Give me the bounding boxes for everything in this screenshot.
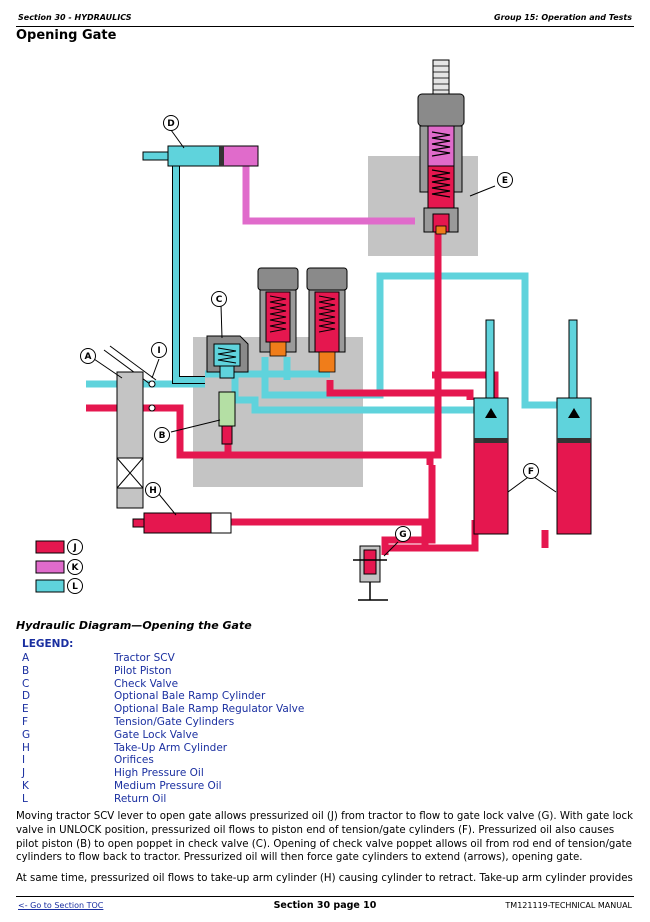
callout-e: E bbox=[502, 176, 508, 186]
page-footer: <- Go to Section TOC Section 30 page 10 … bbox=[16, 896, 634, 913]
take-up-arm-cylinder bbox=[132, 512, 232, 534]
relief-valve-left bbox=[257, 267, 299, 357]
page-title: Opening Gate bbox=[16, 28, 117, 43]
legend-title: LEGEND: bbox=[22, 638, 74, 650]
tension-gate-cylinder-left bbox=[473, 319, 509, 535]
bale-ramp-cylinder bbox=[142, 145, 259, 167]
callout-d: D bbox=[167, 119, 174, 129]
pilot-piston bbox=[218, 391, 236, 445]
check-valve bbox=[206, 335, 249, 379]
callout-a: A bbox=[85, 352, 92, 362]
key-k: K bbox=[72, 563, 80, 573]
callout-b: B bbox=[159, 431, 166, 441]
body-paragraph: Moving tractor SCV lever to open gate al… bbox=[16, 811, 634, 864]
page-number: Section 30 page 10 bbox=[273, 900, 377, 911]
key-j: J bbox=[72, 543, 76, 553]
tractor-scv bbox=[103, 345, 157, 509]
diagram-caption: Hydraulic Diagram—Opening the Gate bbox=[16, 619, 252, 632]
callout-i: I bbox=[157, 346, 160, 356]
manual-id: TM121119-TECHNICAL MANUAL bbox=[505, 901, 632, 910]
key-l: L bbox=[72, 582, 78, 592]
callout-h: H bbox=[149, 486, 157, 496]
regulator-valve bbox=[417, 59, 465, 235]
gate-lock-valve bbox=[353, 545, 388, 601]
header-group: Group 15: Operation and Tests bbox=[494, 13, 632, 22]
hydraulic-diagram: D E C A I B F H G J K L bbox=[35, 59, 592, 601]
body-paragraph: At same time, pressurized oil flows to t… bbox=[16, 873, 633, 884]
header-section: Section 30 - HYDRAULICS bbox=[18, 13, 132, 22]
callout-c: C bbox=[216, 295, 223, 305]
tension-gate-cylinder-right bbox=[556, 319, 592, 535]
section-toc-link[interactable]: <- Go to Section TOC bbox=[18, 901, 104, 910]
callout-f: F bbox=[528, 467, 534, 477]
page-header: Section 30 - HYDRAULICS Group 15: Operat… bbox=[16, 10, 634, 27]
relief-valve-right bbox=[306, 267, 348, 373]
color-key: J K L bbox=[35, 539, 83, 594]
callout-g: G bbox=[399, 530, 406, 540]
